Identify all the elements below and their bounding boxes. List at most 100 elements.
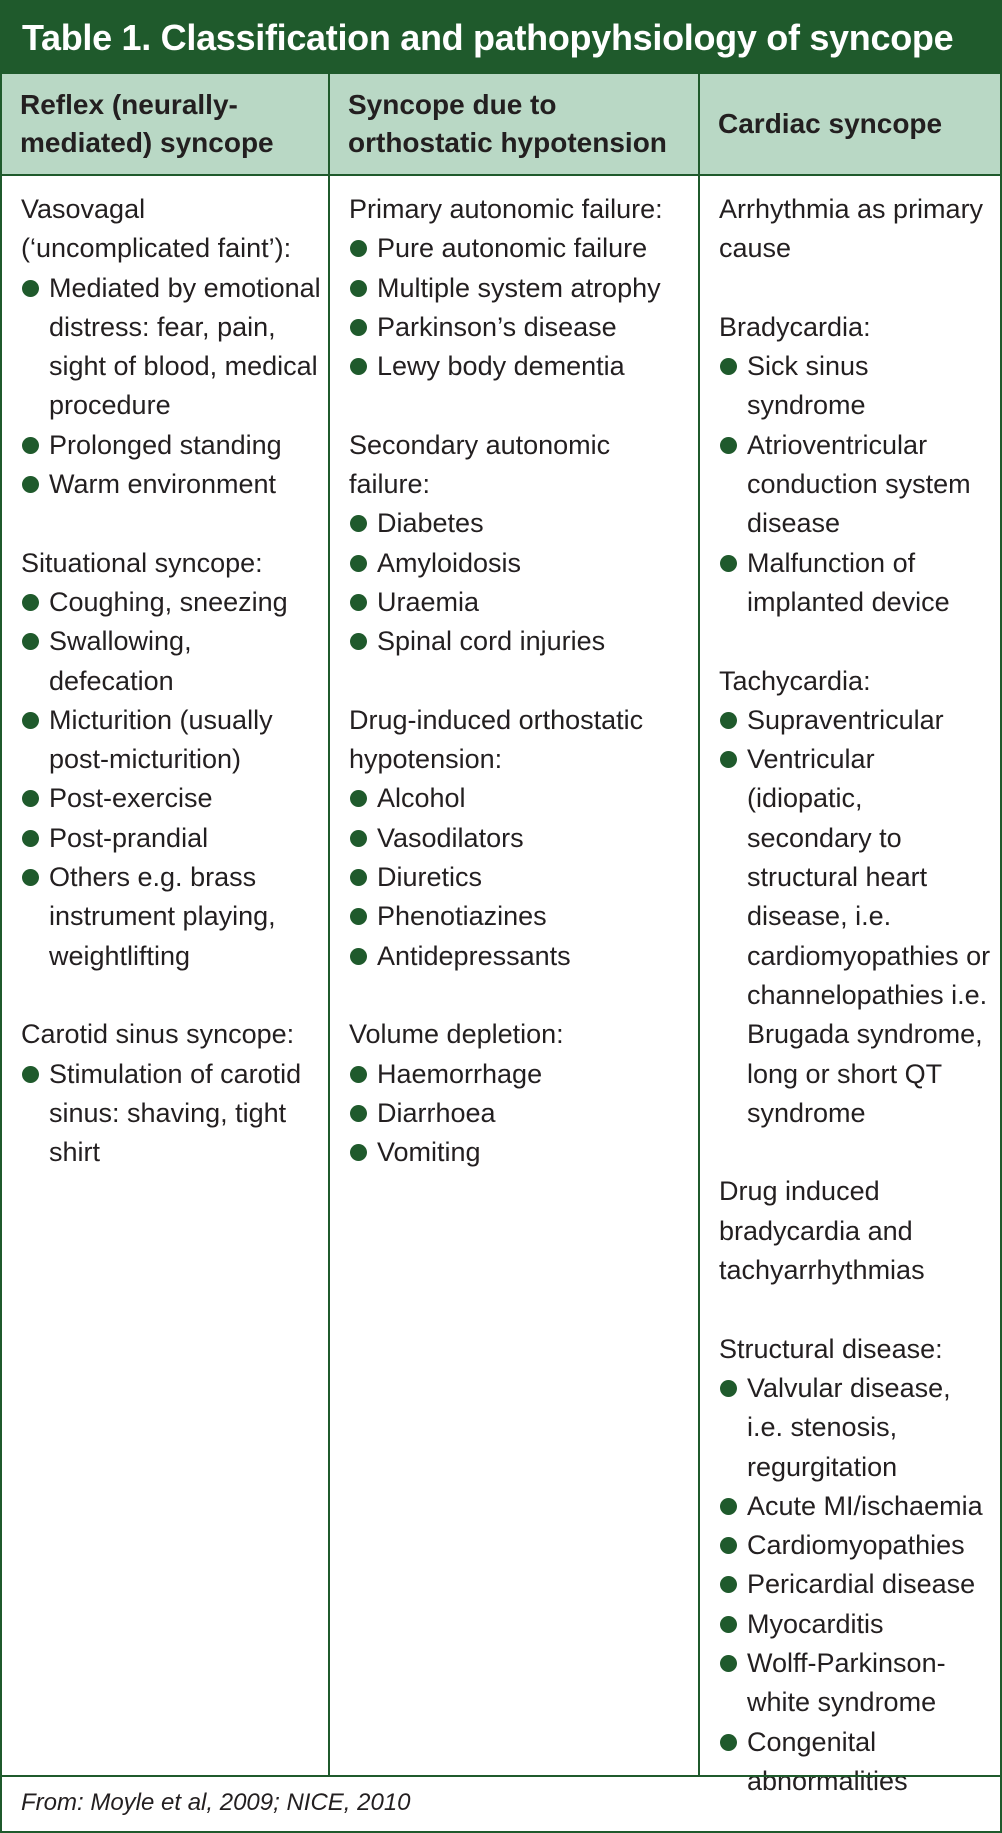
list-item: Multiple system atrophy [349,269,692,308]
list-item-text: Coughing, sneezing [49,586,288,617]
list-item: Others e.g. brass instrument playing, we… [21,858,322,976]
bullet-icon [720,358,737,376]
list-item: Amyloidosis [349,544,692,583]
list-item: Malfunction of implanted device [719,544,994,623]
list-item: Phenotiazines [349,897,692,936]
list-item: Cardiomyopathies [719,1526,994,1565]
bullet-icon [22,633,39,651]
bullet-icon [350,554,367,572]
list-item-text: Prolonged standing [49,429,282,460]
bullet-icon [720,1615,737,1633]
list-item-text: Others e.g. brass instrument playing, we… [49,862,276,971]
list-item-text: Pure autonomic failure [377,233,648,264]
list-item: Lewy body dementia [349,347,692,386]
list-item: Mediated by emotional distress: fear, pa… [21,269,322,426]
section-heading: Secondary autonomic failure: [349,429,611,500]
list-item: Post-exercise [21,779,322,818]
list-item: Antidepressants [349,937,692,976]
section-heading: Carotid sinus syncope: [21,1019,295,1050]
bullet-icon [720,711,737,729]
column-header-row: Reflex (neurally-mediated) syncope Synco… [2,74,1000,176]
list-item-text: Malfunction of implanted device [747,547,950,617]
list-item-text: Mediated by emotional distress: fear, pa… [49,272,321,421]
list-item-text: Congenital abnormalities [747,1726,908,1796]
table-section: Drug-induced orthostatic hypotension:Alc… [349,701,692,976]
bullet-icon [350,515,367,533]
section-heading: Arrhythmia as primary cause [719,194,984,264]
list-item: Valvular disease, i.e. stenosis, regurgi… [719,1369,994,1487]
bullet-icon [720,1576,737,1594]
bullet-list: Stimulation of carotid sinus: shaving, t… [21,1055,322,1173]
list-item-text: Supraventricular [747,704,944,735]
bullet-icon [350,869,367,887]
list-item: Parkinson’s disease [349,308,692,347]
list-item: Congenital abnormalities [719,1723,994,1802]
list-item-text: Uraemia [377,586,480,617]
bullet-icon [22,436,39,454]
list-item-text: Spinal cord injuries [377,626,606,657]
list-item: Sick sinus syndrome [719,347,994,426]
section-heading: Drug induced bradycardia and tachyarrhyt… [719,1176,925,1286]
list-item-text: Atrioventricular conduction system disea… [747,429,971,539]
list-item-text: Stimulation of carotid sinus: shaving, t… [49,1058,302,1168]
bullet-icon [22,1065,39,1083]
bullet-icon [720,554,737,572]
section-heading: Structural disease: [719,1333,943,1364]
list-item-text: Antidepressants [377,940,571,971]
bullet-icon [22,829,39,847]
list-item-text: Ventricular (idiopatic, secondary to str… [747,744,991,1128]
bullet-icon [350,279,367,297]
list-item: Prolonged standing [21,426,322,465]
list-item-text: Wolff-Parkinson-white syndrome [747,1647,946,1718]
list-item-text: Valvular disease, i.e. stenosis, regurgi… [747,1372,951,1482]
list-item: Uraemia [349,583,692,622]
bullet-icon [350,1144,367,1162]
bullet-list: Mediated by emotional distress: fear, pa… [21,269,322,505]
column-divider-2 [698,74,700,1775]
section-heading: Volume depletion: [349,1019,564,1050]
column-header-orthostatic: Syncope due to orthostatic hypotension [348,89,667,158]
section-heading: Tachycardia: [719,665,871,696]
list-item-text: Amyloidosis [377,547,522,578]
table-source-footnote: From: Moyle et al, 2009; NICE, 2010 [2,1775,1000,1831]
column-body-reflex: Vasovagal (‘uncomplicated faint’):Mediat… [2,190,328,1172]
list-item: Pericardial disease [719,1565,994,1604]
list-item-text: Warm environment [49,469,277,500]
list-item: Stimulation of carotid sinus: shaving, t… [21,1055,322,1173]
list-item: Vomiting [349,1133,692,1172]
list-item-text: Parkinson’s disease [377,311,617,342]
list-item: Diarrhoea [349,1094,692,1133]
list-item-text: Multiple system atrophy [377,272,661,303]
column-body-orthostatic: Primary autonomic failure:Pure autonomic… [330,190,698,1172]
list-item-text: Acute MI/ischaemia [747,1490,983,1521]
table-section: Carotid sinus syncope: Stimulation of car… [21,1015,322,1172]
bullet-icon [22,593,39,611]
list-item: Wolff-Parkinson-white syndrome [719,1644,994,1723]
bullet-icon [350,790,367,808]
list-item: Swallowing, defecation [21,622,322,701]
list-item-text: Diuretics [377,862,483,893]
bullet-icon [720,751,737,769]
bullet-icon [720,436,737,454]
list-item-text: Swallowing, defecation [49,626,192,696]
bullet-icon [350,947,367,965]
bullet-icon [350,908,367,926]
bullet-icon [22,869,39,887]
list-item-text: Diarrhoea [377,1097,496,1128]
list-item-text: Phenotiazines [377,901,547,932]
bullet-icon [720,1733,737,1751]
bullet-icon [350,1065,367,1083]
list-item: Supraventricular [719,701,994,740]
bullet-icon [350,240,367,258]
list-item: Haemorrhage [349,1055,692,1094]
list-item: Warm environment [21,465,322,504]
table-section: Primary autonomic failure:Pure autonomic… [349,190,692,386]
table-section: Structural disease: Valvular disease, i.e… [719,1330,994,1802]
